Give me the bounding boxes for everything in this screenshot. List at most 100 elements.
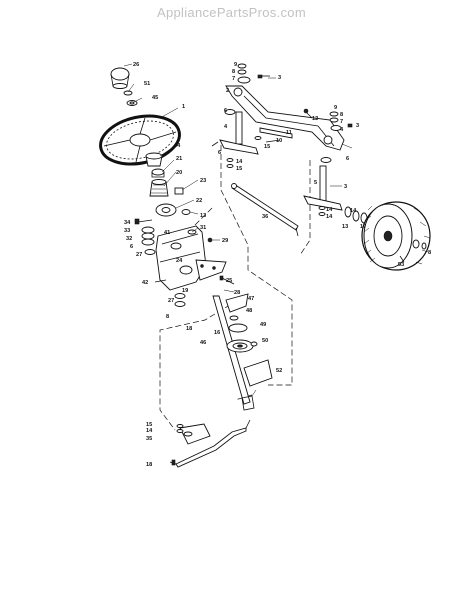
callout-14-axle: 14 (236, 159, 243, 165)
callout-6: 6 (130, 244, 133, 250)
spacer-48 (229, 315, 239, 321)
retaining-ring-8 (412, 239, 427, 250)
spindle-right (303, 165, 343, 211)
callout-labels: 26 51 45 1 44 21 20 23 22 13 31 29 34 33… (124, 62, 431, 468)
callout-21: 21 (176, 156, 182, 162)
callout-35: 35 (146, 436, 152, 442)
callout-47: 47 (248, 296, 254, 302)
leader-lines (123, 63, 353, 397)
callout-8-top: 8 (232, 69, 235, 75)
bracket-52 (243, 359, 273, 387)
callout-34: 34 (124, 220, 131, 226)
site-watermark: AppliancePartsPros.com (157, 5, 306, 20)
pulley-46 (226, 339, 254, 353)
gear-49 (228, 323, 248, 333)
bushing-44 (145, 152, 163, 167)
nut-51 (123, 90, 133, 96)
callout-53: 53 (398, 262, 404, 268)
callout-3-spindle: 3 (344, 184, 347, 190)
callout-17: 17 (360, 224, 366, 230)
spindle-left (211, 111, 259, 155)
callout-6-axle: 6 (224, 108, 227, 114)
callout-49: 49 (260, 322, 266, 328)
callout-36: 36 (262, 214, 268, 220)
callout-7-right: 7 (340, 119, 343, 125)
callout-23: 23 (200, 178, 206, 184)
callout-27: 27 (136, 252, 142, 258)
front-wheel-tire (361, 201, 431, 271)
callout-10: 10 (276, 138, 282, 144)
callout-42: 42 (142, 280, 148, 286)
callout-5: 5 (314, 180, 317, 186)
tie-rod (231, 183, 299, 237)
gear-20 (149, 179, 169, 197)
callout-18-bottom: 18 (146, 462, 152, 468)
callout-12: 12 (312, 116, 318, 122)
pivot-bolt-12 (303, 108, 313, 119)
callout-32: 32 (126, 236, 132, 242)
bolt-42 (154, 279, 167, 283)
bolt-10 (265, 139, 281, 143)
callout-33: 33 (124, 228, 130, 234)
spindle-top-stack-left (237, 63, 270, 84)
callout-7: 7 (232, 76, 235, 82)
callout-2: 2 (226, 88, 229, 94)
spindle-left-washers (224, 109, 236, 168)
callout-52: 52 (276, 368, 282, 374)
callout-14-right-b: 14 (326, 214, 333, 220)
bracket-47 (225, 293, 249, 313)
callout-9-right: 9 (334, 105, 337, 111)
spindle-right-washers (318, 157, 332, 216)
callout-18: 18 (186, 326, 192, 332)
callout-1: 1 (182, 104, 185, 110)
callout-24: 24 (176, 258, 183, 264)
callout-3: 3 (278, 75, 281, 81)
steering-wheel-cap (110, 67, 130, 89)
front-axle (225, 85, 345, 151)
callout-51: 51 (144, 81, 150, 87)
callout-15-axle: 15 (264, 144, 270, 150)
callout-50: 50 (262, 338, 268, 344)
callout-13-hub: 13 (342, 224, 348, 230)
callout-48: 48 (246, 308, 252, 314)
washer-stack (141, 226, 156, 255)
pivot-bar-11 (259, 127, 293, 139)
callout-8-wheel: 8 (428, 250, 431, 256)
callout-46: 46 (200, 340, 206, 346)
callout-16: 16 (214, 330, 220, 336)
callout-20: 20 (176, 170, 182, 176)
callout-8-right: 8 (340, 112, 343, 118)
callout-15-bottom: 15 (146, 422, 152, 428)
washer-27-lower (174, 293, 186, 307)
callout-8: 8 (166, 314, 169, 320)
callout-14-bottom: 14 (146, 428, 153, 434)
callout-31: 31 (200, 225, 206, 231)
callout-14-hub: 14 (350, 208, 357, 214)
spindle-top-stack-right (329, 111, 353, 131)
callout-4-right: 4 (340, 127, 344, 133)
callout-11: 11 (286, 130, 292, 136)
callout-41: 41 (164, 230, 170, 236)
bolt-18-bottom (171, 459, 176, 466)
callout-25: 25 (226, 278, 232, 284)
hardware-15-14 (176, 424, 184, 433)
valve-53 (399, 255, 405, 263)
nut-50 (250, 341, 258, 347)
steering-wheel (99, 114, 181, 166)
callout-45: 45 (152, 95, 158, 101)
spacer-23 (174, 187, 184, 195)
bolt-34 (134, 218, 153, 225)
callout-44: 44 (174, 143, 181, 149)
callout-14-right-a: 14 (326, 207, 333, 213)
steering-support-bracket (155, 225, 227, 291)
bushing-22 (155, 203, 177, 217)
steering-arm-plate (179, 423, 211, 445)
nut-13 (181, 209, 191, 215)
callout-6-right: 6 (346, 156, 349, 162)
callout-6-lower: 6 (218, 150, 221, 156)
callout-9: 9 (234, 62, 237, 68)
hub-washers (344, 206, 368, 224)
callout-27b: 27 (168, 298, 174, 304)
adapter-21 (151, 168, 165, 178)
